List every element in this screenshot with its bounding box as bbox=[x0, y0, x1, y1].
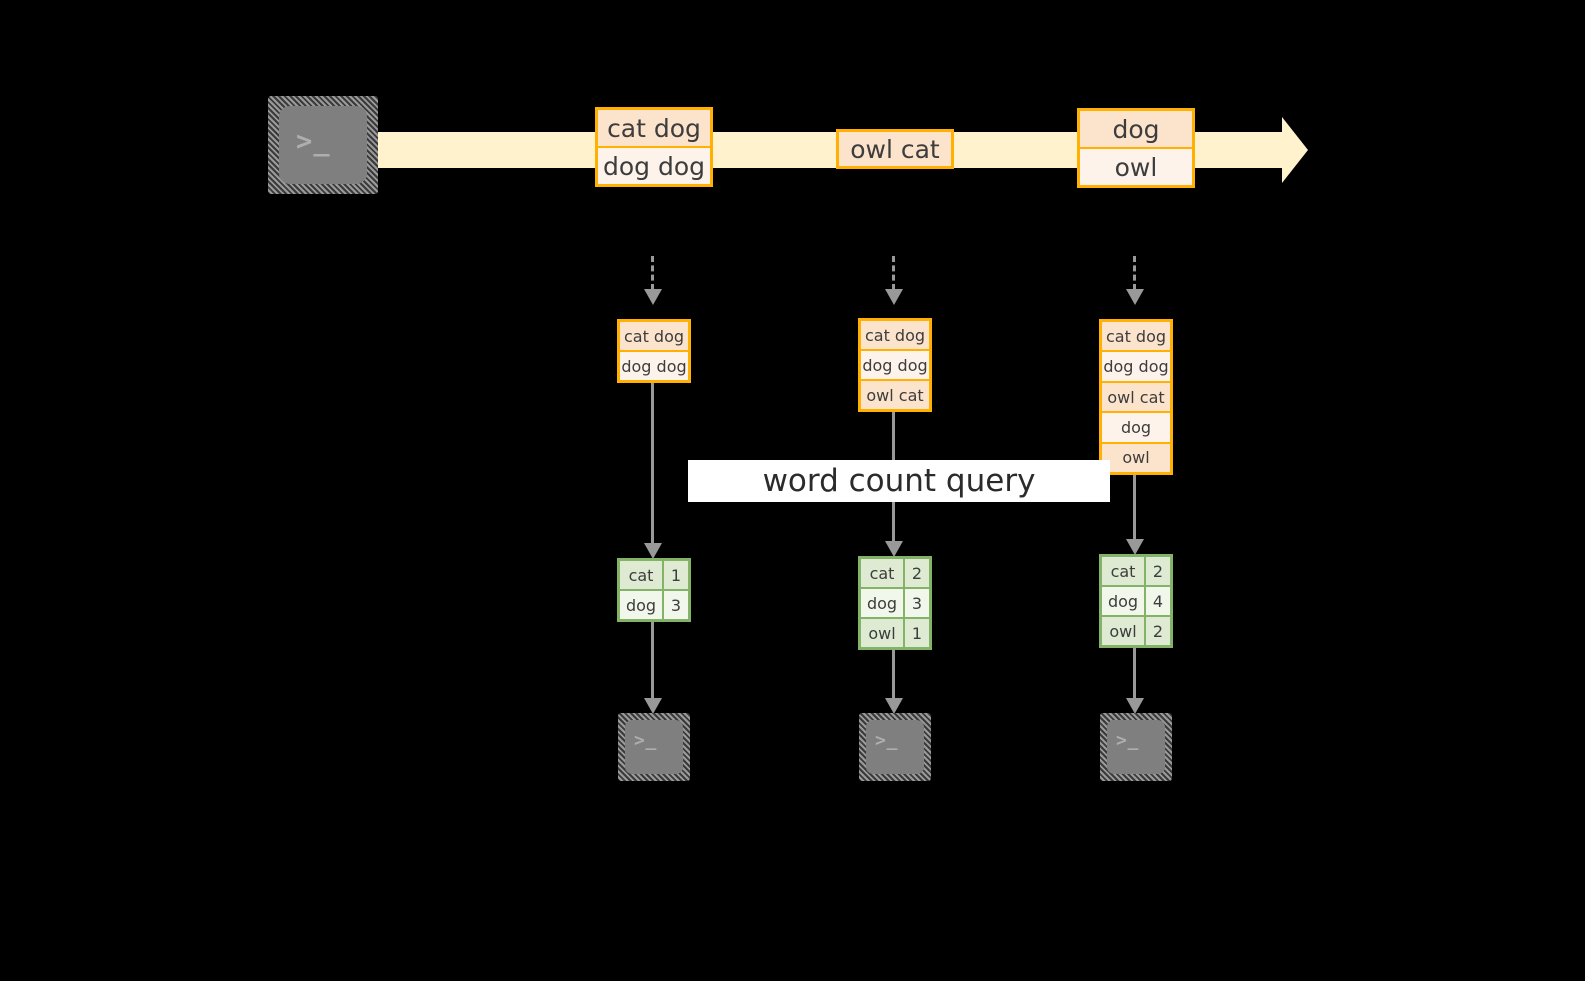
query-label-text: word count query bbox=[762, 463, 1036, 499]
snapshot-tap-3 bbox=[1133, 256, 1136, 290]
snapshot-input-1: cat dog dog dog bbox=[617, 319, 691, 383]
table-row: cat 2 bbox=[861, 559, 929, 587]
snapshot-tap-1 bbox=[651, 256, 654, 290]
snapshot-tap-arrowhead-2 bbox=[885, 289, 903, 305]
stream-record-3: dog owl bbox=[1077, 108, 1195, 188]
result-count: 1 bbox=[662, 561, 688, 589]
result-count: 2 bbox=[1144, 617, 1170, 645]
sink-connector-3 bbox=[1133, 648, 1136, 700]
icon-body bbox=[866, 720, 924, 774]
sink-connector-2 bbox=[892, 650, 895, 700]
query-connector-1 bbox=[651, 383, 654, 545]
query-connector-arrowhead-3 bbox=[1126, 539, 1144, 555]
query-connector-arrowhead-2 bbox=[885, 541, 903, 557]
result-count: 3 bbox=[903, 589, 929, 617]
input-line: owl cat bbox=[861, 379, 929, 409]
result-word: owl bbox=[861, 619, 903, 647]
input-line: dog dog bbox=[1102, 350, 1170, 381]
record-line: owl cat bbox=[839, 132, 951, 166]
snapshot-tap-2 bbox=[892, 256, 895, 290]
result-word: cat bbox=[861, 559, 903, 587]
result-word: owl bbox=[1102, 617, 1144, 645]
table-row: owl 2 bbox=[1102, 615, 1170, 645]
icon-body bbox=[1107, 720, 1165, 774]
snapshot-input-2: cat dog dog dog owl cat bbox=[858, 318, 932, 412]
icon-prompt-glyph: >_ bbox=[296, 126, 331, 157]
query-label: word count query bbox=[688, 460, 1110, 502]
table-row: dog 4 bbox=[1102, 585, 1170, 615]
table-row: dog 3 bbox=[620, 589, 688, 619]
result-word: dog bbox=[1102, 587, 1144, 615]
result-word: dog bbox=[861, 589, 903, 617]
sink-connector-1 bbox=[651, 622, 654, 700]
result-count: 4 bbox=[1144, 587, 1170, 615]
result-count: 2 bbox=[1144, 557, 1170, 585]
snapshot-tap-arrowhead-1 bbox=[644, 289, 662, 305]
sink-terminal-icon-2: >_ bbox=[859, 713, 931, 781]
table-row: cat 1 bbox=[620, 561, 688, 589]
result-count: 1 bbox=[903, 619, 929, 647]
source-terminal-icon: >_ bbox=[268, 96, 378, 194]
stream-record-2: owl cat bbox=[836, 129, 954, 169]
input-line: cat dog bbox=[861, 321, 929, 349]
input-line: dog dog bbox=[620, 350, 688, 380]
input-line: owl cat bbox=[1102, 380, 1170, 412]
stream-arrowhead bbox=[1282, 117, 1308, 183]
record-line: cat dog bbox=[598, 110, 710, 146]
stream-record-1: cat dog dog dog bbox=[595, 107, 713, 187]
result-count: 2 bbox=[903, 559, 929, 587]
query-connector-3 bbox=[1133, 475, 1136, 541]
snapshot-tap-arrowhead-3 bbox=[1126, 289, 1144, 305]
icon-body bbox=[279, 106, 367, 184]
snapshot-input-3: cat dog dog dog owl cat dog owl bbox=[1099, 319, 1173, 475]
query-connector-arrowhead-1 bbox=[644, 543, 662, 559]
input-line: owl bbox=[1102, 441, 1170, 473]
result-count: 3 bbox=[662, 591, 688, 619]
table-row: dog 3 bbox=[861, 587, 929, 617]
record-line: owl bbox=[1080, 147, 1192, 185]
result-table-1: cat 1 dog 3 bbox=[617, 558, 691, 622]
icon-prompt-glyph: >_ bbox=[634, 730, 658, 751]
record-line: dog dog bbox=[598, 146, 710, 184]
sink-connector-arrowhead-3 bbox=[1126, 698, 1144, 714]
input-line: cat dog bbox=[620, 322, 688, 350]
record-line: dog bbox=[1080, 111, 1192, 147]
input-line: cat dog bbox=[1102, 322, 1170, 351]
input-line: dog dog bbox=[861, 349, 929, 379]
result-table-3: cat 2 dog 4 owl 2 bbox=[1099, 554, 1173, 648]
icon-body bbox=[625, 720, 683, 774]
table-row: owl 1 bbox=[861, 617, 929, 647]
result-word: cat bbox=[620, 561, 662, 589]
sink-connector-arrowhead-1 bbox=[644, 698, 662, 714]
input-line: dog bbox=[1102, 411, 1170, 442]
result-word: cat bbox=[1102, 557, 1144, 585]
result-word: dog bbox=[620, 591, 662, 619]
sink-terminal-icon-3: >_ bbox=[1100, 713, 1172, 781]
icon-prompt-glyph: >_ bbox=[875, 730, 899, 751]
result-table-2: cat 2 dog 3 owl 1 bbox=[858, 556, 932, 650]
icon-prompt-glyph: >_ bbox=[1116, 730, 1140, 751]
table-row: cat 2 bbox=[1102, 557, 1170, 585]
sink-connector-arrowhead-2 bbox=[885, 698, 903, 714]
sink-terminal-icon-1: >_ bbox=[618, 713, 690, 781]
